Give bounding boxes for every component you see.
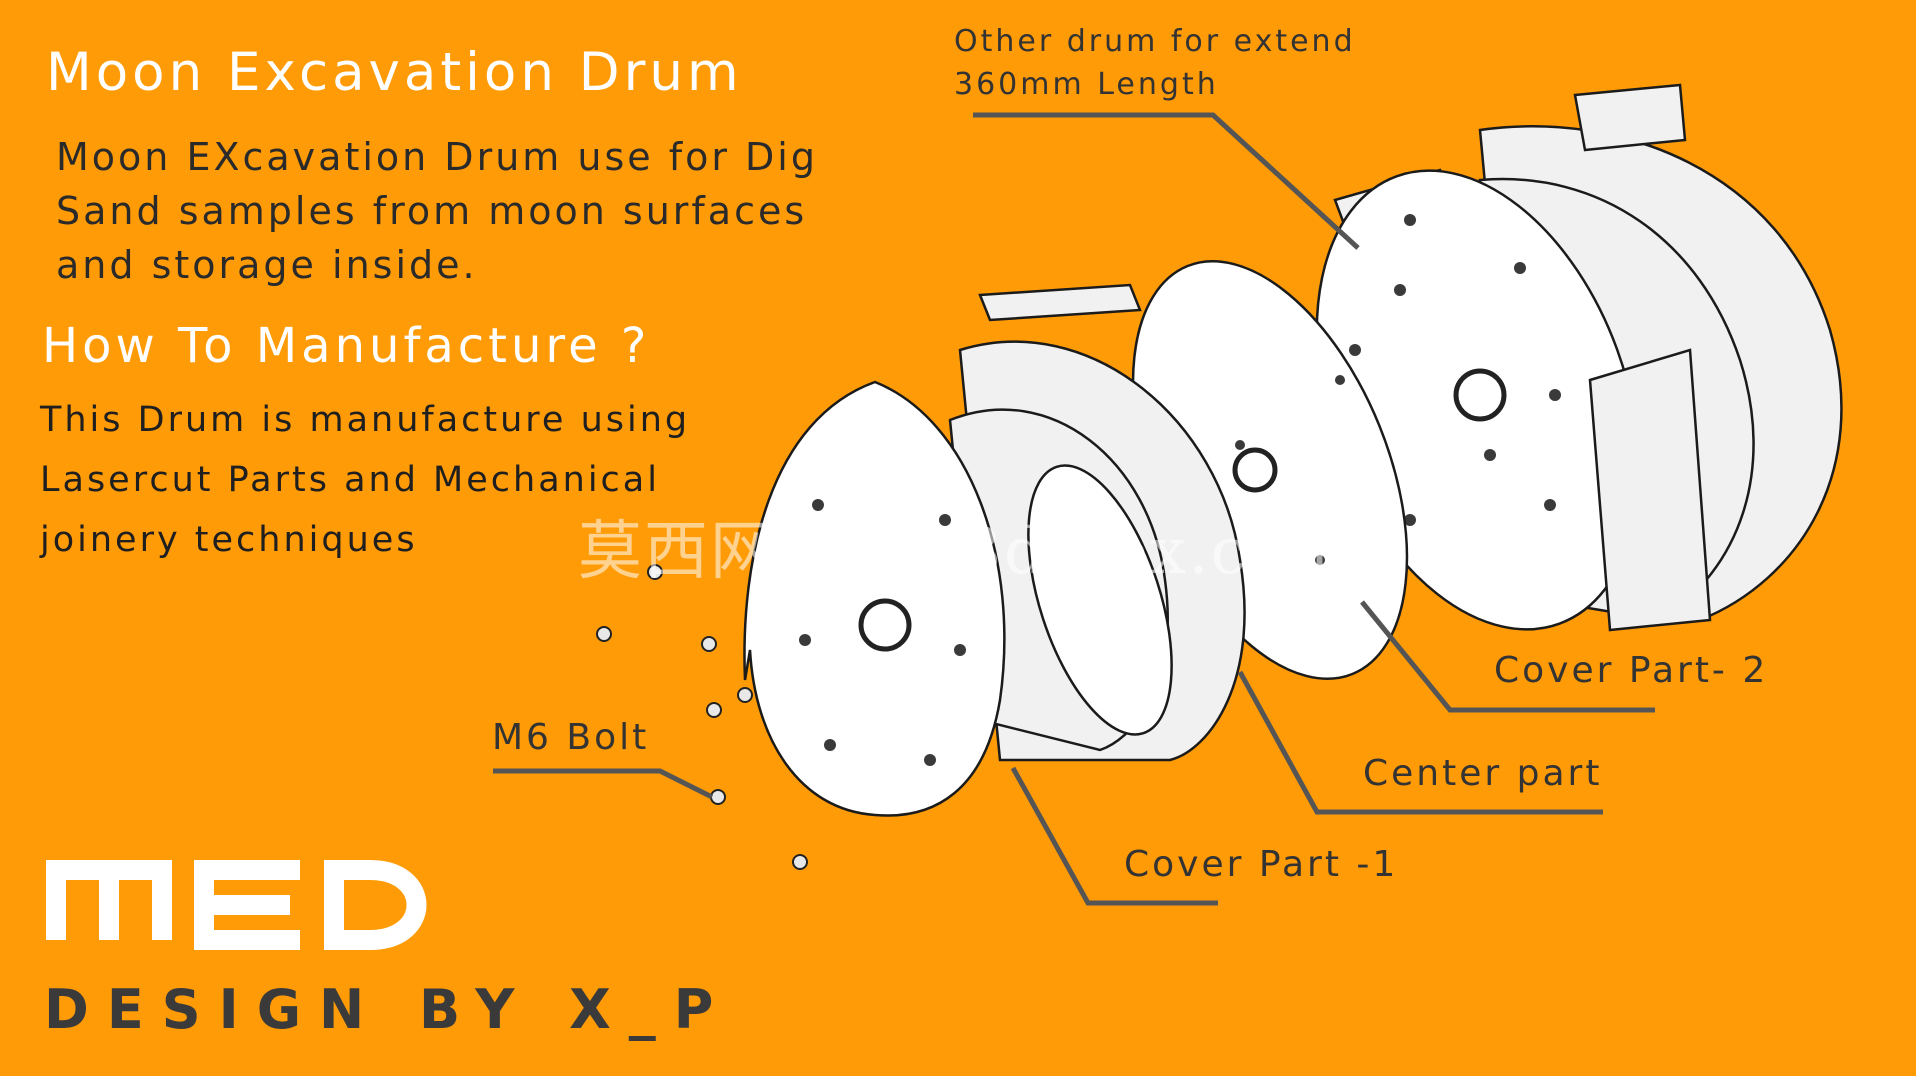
m6-bolt-label: M6 Bolt	[492, 717, 650, 758]
leader-lines	[493, 112, 1655, 906]
cover-part-1-label: Cover Part -1	[1124, 844, 1399, 885]
manufacture-line: joinery techniques	[40, 520, 418, 560]
cover-part-1	[743, 380, 1006, 817]
how-to-heading: How To Manufacture ?	[42, 318, 651, 374]
other-drum-label-line: 360mm Length	[954, 67, 1219, 102]
cover-holes	[799, 499, 966, 766]
description-line: Moon EXcavation Drum use for Dig	[56, 135, 818, 179]
page-title: Moon Excavation Drum	[46, 42, 743, 103]
brand-text: DESIGN BY X_P	[44, 978, 732, 1041]
watermark: 莫西网www.3dmox.com	[578, 515, 1352, 589]
drum-holes	[1349, 214, 1561, 526]
manufacture-line: This Drum is manufacture using	[40, 400, 691, 440]
description-line: Sand samples from moon surfaces	[56, 189, 808, 233]
other-drum-label: Other drum for extend 360mm Length	[954, 20, 1356, 106]
manufacture-line: Lasercut Parts and Mechanical	[40, 460, 660, 500]
center-part-label: Center part	[1363, 753, 1603, 794]
m6-bolts	[596, 564, 808, 870]
cover-part-2-label: Cover Part- 2	[1494, 650, 1769, 691]
description: Moon EXcavation Drum use for Dig Sand sa…	[56, 130, 818, 292]
other-drum-label-line: Other drum for extend	[954, 24, 1356, 59]
other-drum	[1315, 83, 1843, 632]
center-part	[948, 283, 1246, 762]
description-line: and storage inside.	[56, 243, 478, 287]
manufacture-text: This Drum is manufacture using Lasercut …	[40, 390, 690, 570]
med-logo	[46, 860, 427, 950]
